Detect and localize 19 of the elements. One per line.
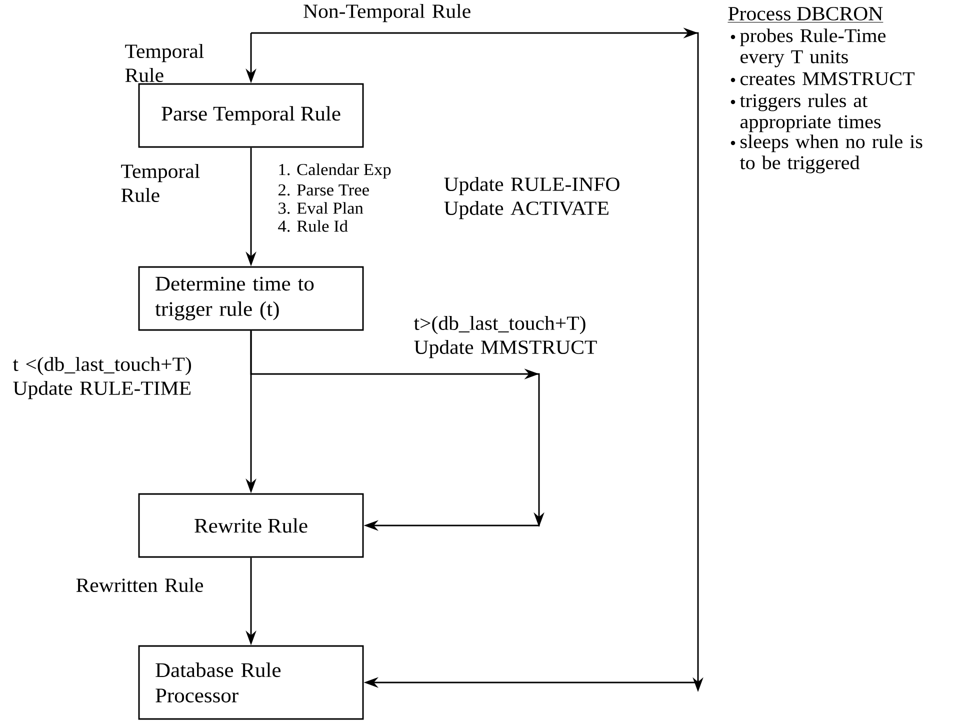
list-item: 3. Eval Plan (278, 202, 364, 214)
edge-label: t <(db_last_touch+T) Update RULE-TIME (12, 356, 191, 400)
process-box: Rewrite Rule (138, 493, 364, 558)
list-item: 4. Rule Id (278, 220, 348, 232)
edge-label: Temporal Rule (121, 164, 200, 202)
process-box: Determine time to trigger rule (t) (138, 266, 364, 331)
note-text: Update RULE-INFO Update ACTIVATE (444, 176, 620, 220)
list-item: 1. Calendar Exp (279, 163, 391, 179)
process-box: Parse Temporal Rule (138, 83, 364, 148)
edge-label: Rewritten Rule (76, 578, 203, 592)
arrow (250, 330, 544, 531)
edge-label: t>(db_last_touch+T) Update MMSTRUCT (414, 316, 597, 358)
edge-label: Non-Temporal Rule (304, 4, 470, 22)
list-item: 2. Parse Tree (278, 184, 369, 196)
heading: Process DBCRON (727, 6, 884, 23)
bullet-item: sleeps when no rule is to be triggered (730, 134, 922, 174)
edge-label: Temporal Rule (125, 44, 204, 82)
bullet-item: creates MMSTRUCT (730, 72, 914, 86)
process-box: Database Rule Processor (138, 645, 364, 720)
